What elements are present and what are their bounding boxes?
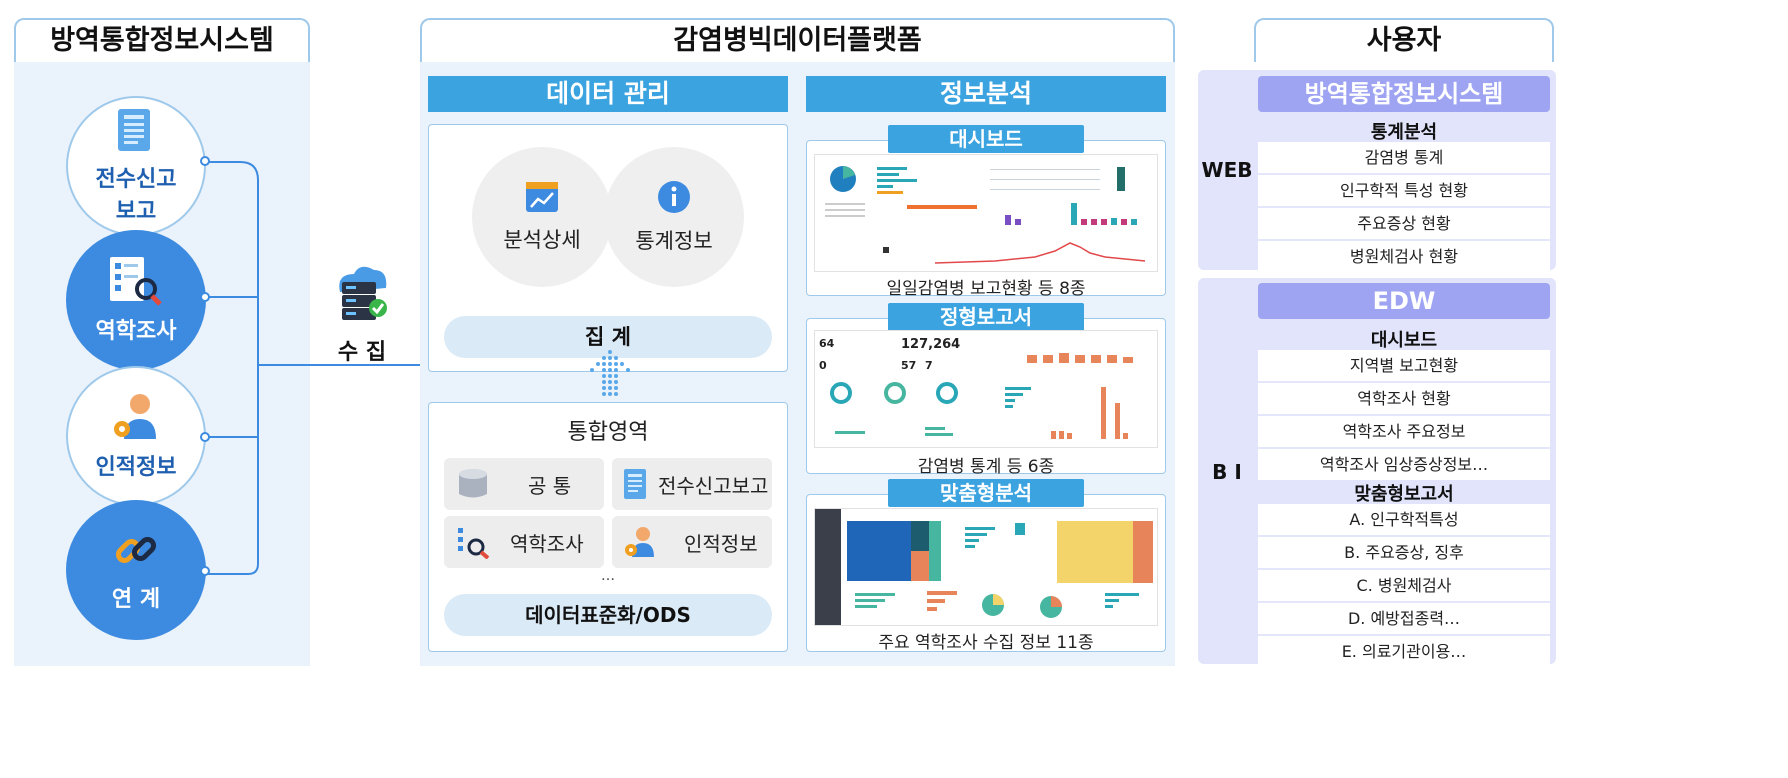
- linkage-label: 연 계: [111, 587, 161, 612]
- connector-dot: [200, 432, 210, 442]
- bi-dashboard-item[interactable]: 지역별 보고현황: [1258, 350, 1550, 383]
- more-ellipsis: …: [601, 568, 615, 584]
- bi-custom-report-item[interactable]: B. 주요증상, 징후: [1258, 537, 1550, 570]
- users-section-header: 사용자: [1254, 18, 1554, 62]
- personal-info-box[interactable]: 인적정보: [612, 516, 772, 568]
- personal-info-box-label: 인적정보: [684, 531, 758, 556]
- epi-investigation-box-label: 역학조사: [510, 531, 584, 556]
- source-report-label-line1: 전수신고: [95, 167, 177, 192]
- kpi-value: 0: [819, 359, 827, 372]
- web-list: 감염병 통계 인구학적 특성 현황 주요증상 현황 병원체검사 현황: [1258, 142, 1550, 272]
- bi-dashboard-item[interactable]: 역학조사 주요정보: [1258, 416, 1550, 449]
- person-gear-icon: [114, 394, 156, 439]
- web-subhead: 통계분석: [1370, 122, 1438, 143]
- middle-section-header: 감염병빅데이터플랫폼: [420, 18, 1175, 62]
- analysis-chart-icon: [526, 182, 558, 212]
- standard-report-caption: 감염병 통계 등 6종: [917, 457, 1055, 477]
- personal-info-circle[interactable]: 인적정보: [66, 366, 206, 506]
- custom-analysis-caption: 주요 역학조사 수집 정보 11종: [878, 633, 1094, 653]
- kpi-value: 57: [901, 359, 917, 372]
- custom-analysis-tab[interactable]: 맞춤형분석: [888, 479, 1084, 507]
- analysis-detail-label: 분석상세: [503, 228, 581, 252]
- database-icon: [459, 469, 487, 498]
- info-icon: [658, 181, 690, 213]
- checklist-magnifier-icon: [110, 257, 162, 306]
- bi-dashboard-list: 지역별 보고현황 역학조사 현황 역학조사 주요정보 역학조사 임상증상정보…: [1258, 350, 1550, 480]
- epi-investigation-circle[interactable]: 역학조사: [66, 230, 206, 370]
- report-document-icon: [118, 109, 150, 151]
- chain-link-icon: [115, 536, 157, 564]
- collect-label: 수 집: [337, 340, 387, 365]
- aggregate-pill: 집 계: [444, 316, 772, 358]
- connector-dot: [200, 566, 210, 576]
- web-system-header: 방역통합정보시스템: [1258, 76, 1550, 112]
- standard-report-tab[interactable]: 정형보고서: [888, 303, 1084, 331]
- dashboard-caption: 일일감염병 보고현황 등 8종: [886, 279, 1086, 299]
- bi-custom-report-item[interactable]: D. 예방접종력…: [1258, 603, 1550, 636]
- source-report-label-line2: 보고: [115, 199, 157, 224]
- left-connector-lines: [208, 161, 420, 575]
- epi-investigation-label: 역학조사: [95, 319, 177, 344]
- edw-header: EDW: [1258, 283, 1550, 319]
- integrated-area-title: 통합영역: [567, 420, 649, 445]
- bi-dashboard-item[interactable]: 역학조사 현황: [1258, 383, 1550, 416]
- analysis-detail-circle[interactable]: 분석상세: [472, 147, 612, 287]
- web-list-item[interactable]: 감염병 통계: [1258, 142, 1550, 175]
- bi-custom-report-item[interactable]: C. 병원체검사: [1258, 570, 1550, 603]
- connector-dot: [200, 292, 210, 302]
- source-report-circle[interactable]: 전수신고 보고: [66, 96, 206, 236]
- checklist-magnifier-icon: [458, 528, 490, 559]
- web-list-item[interactable]: 병원체검사 현황: [1258, 241, 1550, 272]
- bi-custom-report-subhead: 맞춤형보고서: [1354, 484, 1454, 505]
- common-box-label: 공 통: [528, 473, 572, 498]
- web-label: WEB: [1201, 158, 1253, 182]
- kpi-value: 7: [925, 359, 933, 372]
- connector-dot: [200, 156, 210, 166]
- statistics-info-circle[interactable]: 통계정보: [604, 147, 744, 287]
- info-analysis-header: 정보분석: [806, 76, 1166, 112]
- bi-custom-report-list: A. 인구학적특성 B. 주요증상, 징후 C. 병원체검사 D. 예방접종력……: [1258, 504, 1550, 667]
- upward-arrow-icon: [590, 350, 630, 396]
- web-list-item[interactable]: 주요증상 현황: [1258, 208, 1550, 241]
- bi-label: B I: [1212, 460, 1242, 484]
- statistics-info-label: 통계정보: [635, 229, 713, 253]
- person-gear-icon: [625, 527, 654, 557]
- web-list-item[interactable]: 인구학적 특성 현황: [1258, 175, 1550, 208]
- dashboard-tab[interactable]: 대시보드: [888, 125, 1084, 153]
- cloud-server-icon: [339, 266, 387, 320]
- bi-custom-report-item[interactable]: A. 인구학적특성: [1258, 504, 1550, 537]
- personal-info-label: 인적정보: [95, 455, 177, 480]
- dashboard-thumbnail: [814, 154, 1158, 272]
- epi-investigation-box[interactable]: 역학조사: [444, 516, 604, 568]
- left-section-header: 방역통합정보시스템: [14, 18, 310, 62]
- source-report-box[interactable]: 전수신고보고: [612, 458, 772, 510]
- ods-pill: 데이터표준화/ODS: [444, 594, 772, 636]
- custom-analysis-thumbnail: [814, 508, 1158, 626]
- data-management-header: 데이터 관리: [428, 76, 788, 112]
- bi-dashboard-item[interactable]: 역학조사 임상증상정보…: [1258, 449, 1550, 480]
- kpi-value: 127,264: [901, 337, 961, 352]
- linkage-circle[interactable]: 연 계: [66, 500, 206, 640]
- report-document-icon: [624, 469, 646, 499]
- standard-report-thumbnail: 64 127,264 57 7 0: [814, 330, 1158, 448]
- bi-dashboard-subhead: 대시보드: [1370, 330, 1438, 351]
- bi-custom-report-item[interactable]: E. 의료기관이용…: [1258, 636, 1550, 667]
- source-report-box-label: 전수신고보고: [658, 473, 769, 498]
- common-box[interactable]: 공 통: [444, 458, 604, 510]
- kpi-value: 64: [819, 337, 835, 350]
